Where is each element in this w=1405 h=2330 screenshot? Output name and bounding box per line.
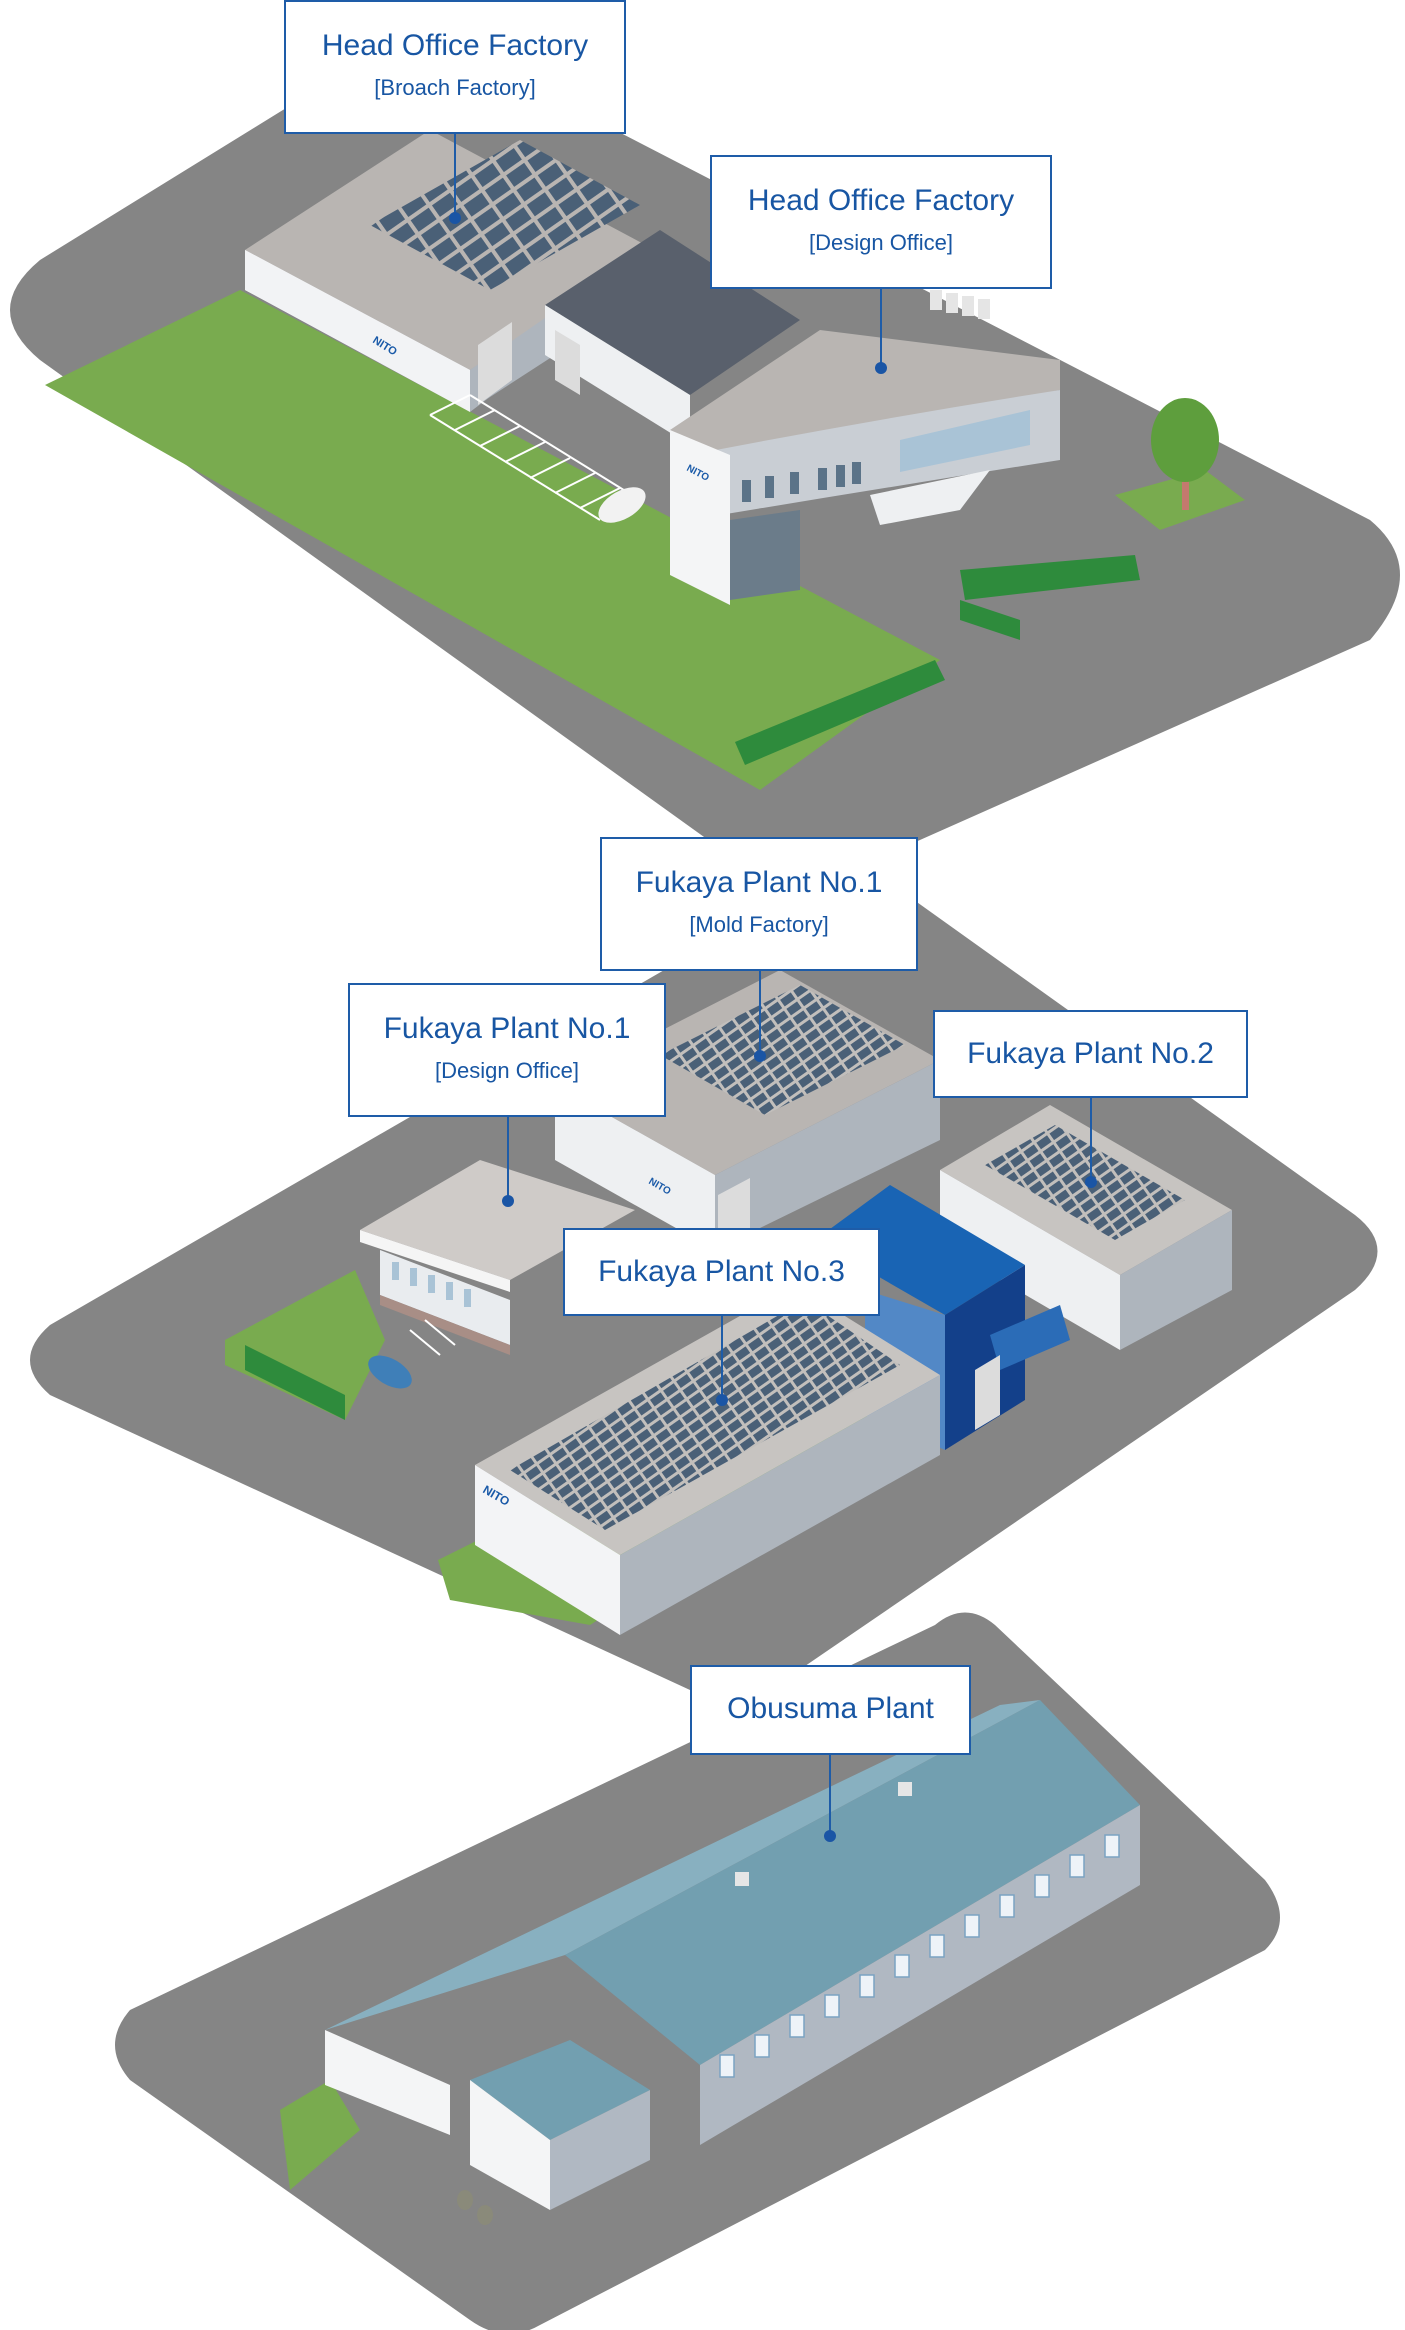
office-windows bbox=[742, 462, 861, 502]
obusuma-site bbox=[115, 1612, 1280, 2330]
entrance-glass bbox=[730, 510, 800, 600]
location-dot bbox=[824, 1830, 836, 1842]
tree-crown bbox=[1151, 398, 1219, 482]
design-office-facade bbox=[690, 390, 1060, 520]
label-fukaya-1-mold[interactable]: Fukaya Plant No.1 [Mold Factory] bbox=[600, 837, 918, 971]
location-dot bbox=[716, 1394, 728, 1406]
shutter-door bbox=[555, 330, 580, 395]
label-stem bbox=[454, 134, 456, 216]
office-windows bbox=[392, 1262, 471, 1307]
mold-factory-solar bbox=[660, 985, 905, 1115]
hedge bbox=[735, 660, 945, 765]
label-stem bbox=[759, 970, 761, 1054]
parking-lot bbox=[409, 1319, 456, 1356]
fukaya-office-base bbox=[380, 1295, 510, 1355]
label-title: Obusuma Plant bbox=[727, 1692, 934, 1725]
rooftop-unit bbox=[930, 290, 942, 310]
middle-building-roof bbox=[545, 230, 800, 395]
head-office-lawn bbox=[45, 290, 940, 790]
location-dot bbox=[754, 1050, 766, 1062]
label-head-office-design[interactable]: Head Office Factory [Design Office] bbox=[710, 155, 1052, 289]
roof-vent bbox=[735, 1872, 749, 1886]
tree-lawn bbox=[1115, 470, 1245, 530]
rock bbox=[477, 2205, 493, 2225]
blue-building-wall-right bbox=[945, 1265, 1025, 1450]
entrance-canopy bbox=[870, 470, 990, 525]
label-fukaya-1-design[interactable]: Fukaya Plant No.1 [Design Office] bbox=[348, 983, 666, 1117]
location-dot bbox=[1085, 1176, 1097, 1188]
hedge bbox=[960, 555, 1140, 600]
rooftop-unit bbox=[978, 299, 990, 319]
location-dot bbox=[449, 212, 461, 224]
design-office-roof bbox=[670, 330, 1060, 455]
plant3-wall-right bbox=[620, 1375, 940, 1635]
blue-car bbox=[368, 1355, 412, 1389]
mold-factory-wall bbox=[715, 1060, 940, 1250]
middle-building-wall bbox=[545, 305, 690, 445]
plant2-wall-right bbox=[1120, 1210, 1232, 1350]
label-subtitle: [Design Office] bbox=[809, 230, 953, 255]
location-dot bbox=[502, 1195, 514, 1207]
label-obusuma[interactable]: Obusuma Plant bbox=[690, 1665, 971, 1755]
hedge bbox=[245, 1345, 345, 1420]
small-building-wall-right bbox=[550, 2090, 650, 2210]
fukaya-office-roof bbox=[360, 1160, 635, 1280]
small-building-wall bbox=[470, 2080, 550, 2210]
fukaya-office-eave bbox=[360, 1230, 510, 1292]
lawn bbox=[225, 1270, 385, 1420]
label-subtitle: [Design Office] bbox=[435, 1058, 579, 1083]
blue-canopy bbox=[990, 1305, 1070, 1370]
rooftop-unit bbox=[962, 296, 974, 316]
parking-lot bbox=[429, 394, 641, 521]
label-stem bbox=[721, 1316, 723, 1398]
label-fukaya-2[interactable]: Fukaya Plant No.2 bbox=[933, 1010, 1248, 1098]
roof-vent bbox=[898, 1782, 912, 1796]
small-building-roof bbox=[470, 2040, 650, 2140]
shutter-door bbox=[975, 1355, 1000, 1430]
broach-factory-solar bbox=[370, 140, 640, 290]
white-car bbox=[598, 487, 646, 523]
tree-trunk bbox=[1182, 455, 1189, 510]
label-stem bbox=[507, 1117, 509, 1199]
label-title: Head Office Factory bbox=[321, 29, 589, 62]
label-title: Fukaya Plant No.1 bbox=[635, 866, 883, 899]
plant3-wall-left bbox=[475, 1465, 620, 1635]
rooftop-unit bbox=[946, 293, 958, 313]
label-fukaya-3[interactable]: Fukaya Plant No.3 bbox=[563, 1228, 880, 1316]
obusuma-wall-left bbox=[325, 2030, 450, 2135]
shutter-door bbox=[478, 322, 512, 405]
head-office-site: NITO NITO bbox=[10, 35, 1400, 888]
hedge bbox=[960, 600, 1020, 640]
mold-factory-wall-left bbox=[555, 1085, 715, 1250]
label-subtitle: [Mold Factory] bbox=[689, 912, 829, 937]
label-title: Fukaya Plant No.1 bbox=[383, 1012, 631, 1045]
label-stem bbox=[829, 1755, 831, 1835]
lawn bbox=[280, 2080, 360, 2190]
label-title: Head Office Factory bbox=[747, 184, 1015, 217]
label-stem bbox=[880, 288, 882, 366]
label-head-office-broach[interactable]: Head Office Factory [Broach Factory] bbox=[284, 0, 626, 134]
plant3-solar bbox=[510, 1300, 900, 1530]
blue-building-roof bbox=[815, 1185, 1025, 1315]
design-office-tower bbox=[670, 430, 730, 605]
label-subtitle: [Broach Factory] bbox=[374, 75, 536, 100]
obusuma-roof-front bbox=[565, 1700, 1140, 2065]
label-stem bbox=[1090, 1098, 1092, 1180]
obusuma-wall bbox=[700, 1805, 1140, 2145]
obusuma-windows bbox=[719, 1834, 1120, 2078]
obusuma-roof-back bbox=[325, 1700, 1040, 2030]
rock bbox=[457, 2190, 473, 2210]
location-dot bbox=[875, 362, 887, 374]
plant2-wall-left bbox=[940, 1170, 1120, 1350]
label-title: Fukaya Plant No.2 bbox=[967, 1037, 1214, 1070]
glass-band bbox=[900, 410, 1030, 472]
label-title: Fukaya Plant No.3 bbox=[598, 1255, 845, 1288]
